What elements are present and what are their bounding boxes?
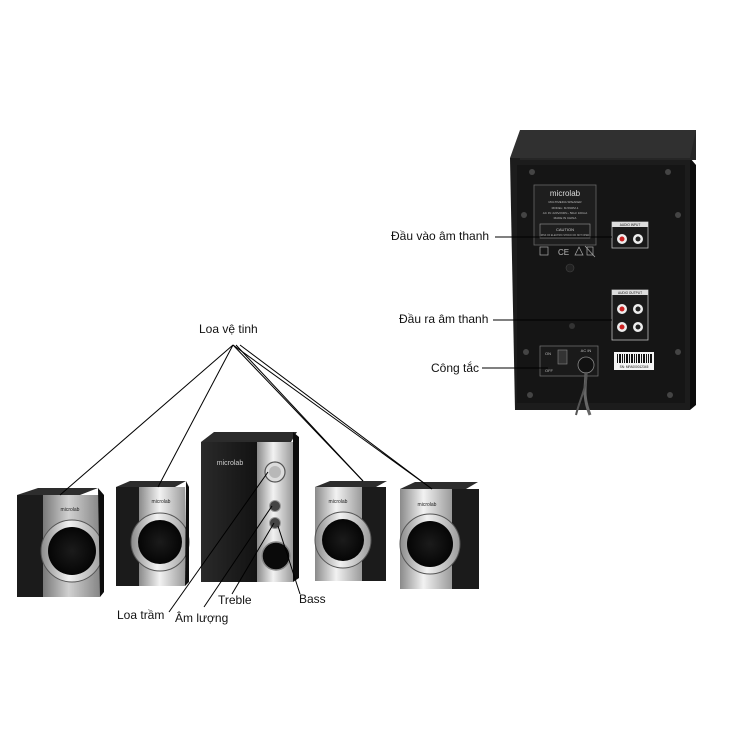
satellite-3-logo: microlab — [329, 499, 348, 505]
label-bass: Bass — [299, 592, 326, 606]
back-brand: microlab — [550, 189, 581, 198]
satellite-speaker-2: microlab — [116, 481, 190, 586]
ce-mark: CE — [558, 248, 569, 257]
warning-icon — [539, 246, 549, 256]
back-model-line: MULTIMEDIA SPEAKER — [548, 200, 582, 204]
back-leader-lines — [482, 236, 612, 369]
subwoofer-back-view: microlab MULTIMEDIA SPEAKER MODEL: M-590… — [510, 130, 696, 416]
label-audio-output: Đầu ra âm thanh — [399, 312, 489, 326]
warning-triangle-icon — [574, 246, 584, 256]
satellite-4-logo: microlab — [418, 502, 437, 508]
label-power-switch: Công tắc — [431, 361, 480, 375]
ac-in-label: AC IN — [581, 348, 592, 353]
satellite-2-logo: microlab — [152, 499, 171, 505]
back-caution: CAUTION — [556, 227, 574, 232]
back-power: AC IN: 220V/230V~ 50Hz 100mA — [543, 211, 587, 215]
satellite-speaker-1: microlab — [17, 488, 104, 597]
audio-output-label: AUDIO OUTPUT — [618, 291, 642, 295]
audio-output-jacks — [611, 289, 649, 341]
subwoofer-front: microlab — [201, 432, 299, 582]
treble-knob — [269, 500, 281, 512]
switch-on-label: ON — [545, 351, 551, 356]
label-subwoofer: Loa trầm — [117, 608, 165, 622]
label-treble: Treble — [218, 593, 252, 607]
satellite-speaker-3: microlab — [314, 481, 387, 581]
back-model: MODEL: M-590/M-1 — [552, 206, 579, 210]
satellite-1-logo: microlab — [61, 507, 80, 513]
satellite-speaker-4: microlab — [399, 482, 479, 589]
label-audio-input: Đầu vào âm thanh — [391, 229, 490, 243]
bass-port — [261, 541, 291, 571]
label-volume: Âm lượng — [175, 611, 229, 625]
audio-input-label: AUDIO INPUT — [620, 223, 641, 227]
front-leader-lines — [59, 344, 433, 613]
weee-bin-icon — [584, 245, 596, 258]
label-satellite-speakers: Loa vệ tinh — [199, 322, 258, 336]
back-caution-sub: RISK OF ELECTRIC SHOCK DO NOT OPEN — [541, 234, 590, 237]
barcode — [617, 354, 652, 363]
serial-number: SN: MFA000012345 — [620, 365, 649, 369]
back-made-in: MADE IN CHINA — [554, 216, 577, 220]
switch-off-label: OFF — [545, 368, 554, 373]
subwoofer-logo: microlab — [217, 460, 244, 467]
